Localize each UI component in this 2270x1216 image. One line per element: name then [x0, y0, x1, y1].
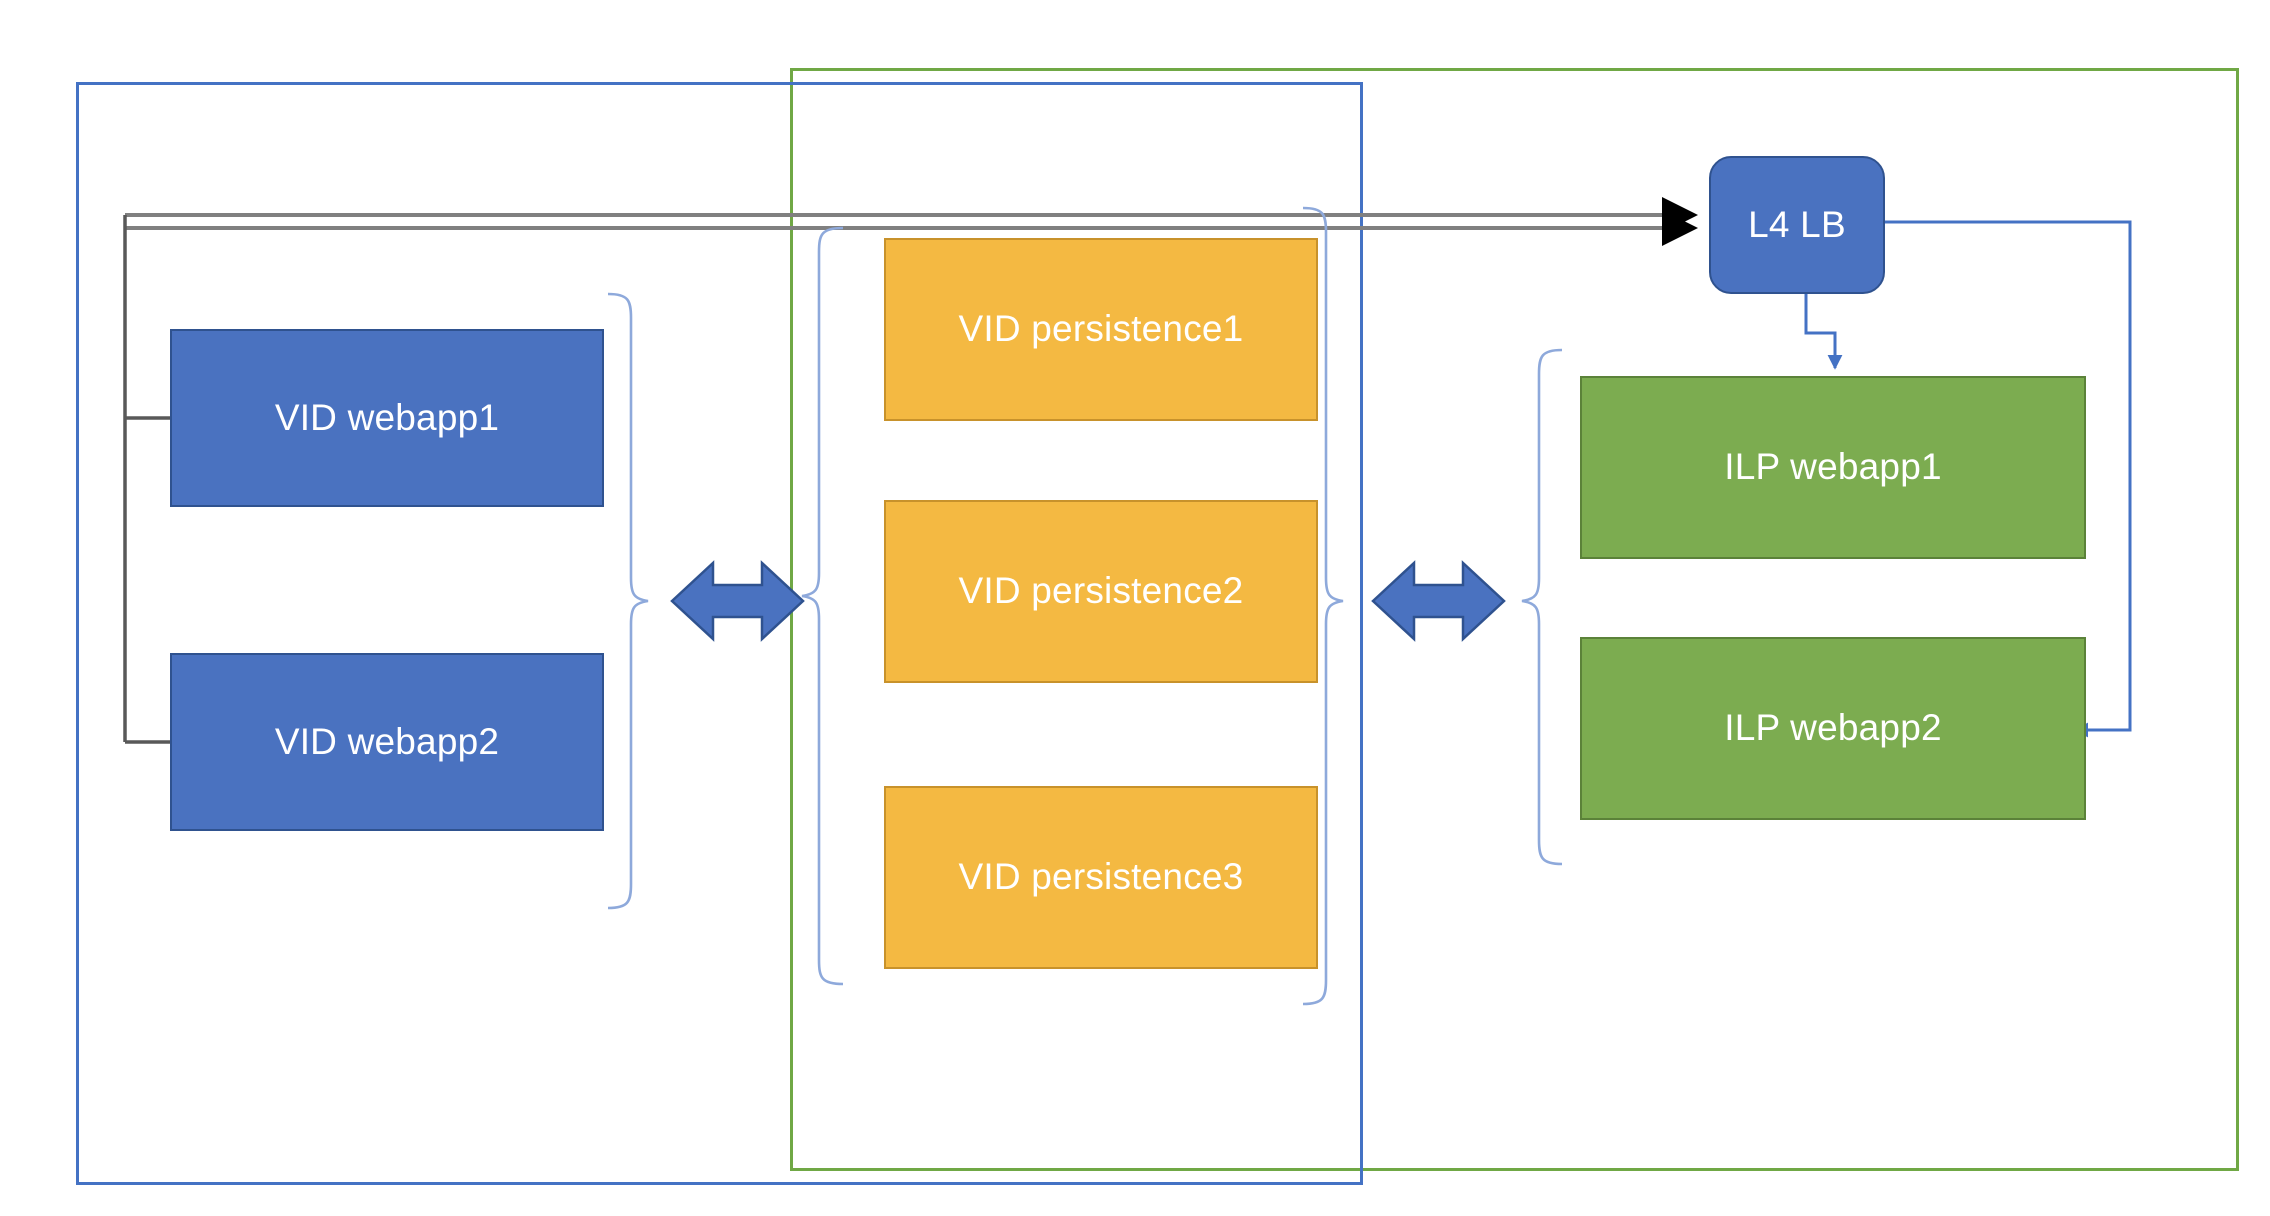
- blue-zone-container: [76, 82, 1363, 1185]
- node-vid-webapp2[interactable]: VID webapp2: [170, 653, 604, 831]
- node-vid-persistence2[interactable]: VID persistence2: [884, 500, 1318, 683]
- node-vid-persistence2-label: VID persistence2: [958, 570, 1244, 612]
- node-l4-lb[interactable]: L4 LB: [1709, 156, 1885, 294]
- node-vid-webapp1-label: VID webapp1: [274, 396, 500, 438]
- node-ilp-webapp2-label: ILP webapp2: [1724, 707, 1942, 749]
- node-vid-persistence3-label: VID persistence3: [958, 856, 1244, 898]
- node-vid-persistence1[interactable]: VID persistence1: [884, 238, 1318, 421]
- node-vid-persistence1-label: VID persistence1: [958, 308, 1244, 350]
- node-ilp-webapp2[interactable]: ILP webapp2: [1580, 637, 2086, 820]
- node-vid-webapp2-label: VID webapp2: [274, 720, 500, 762]
- node-vid-webapp1[interactable]: VID webapp1: [170, 329, 604, 507]
- node-vid-persistence3[interactable]: VID persistence3: [884, 786, 1318, 969]
- node-ilp-webapp1[interactable]: ILP webapp1: [1580, 376, 2086, 559]
- node-ilp-webapp1-label: ILP webapp1: [1724, 446, 1942, 488]
- node-l4-lb-label: L4 LB: [1748, 203, 1846, 245]
